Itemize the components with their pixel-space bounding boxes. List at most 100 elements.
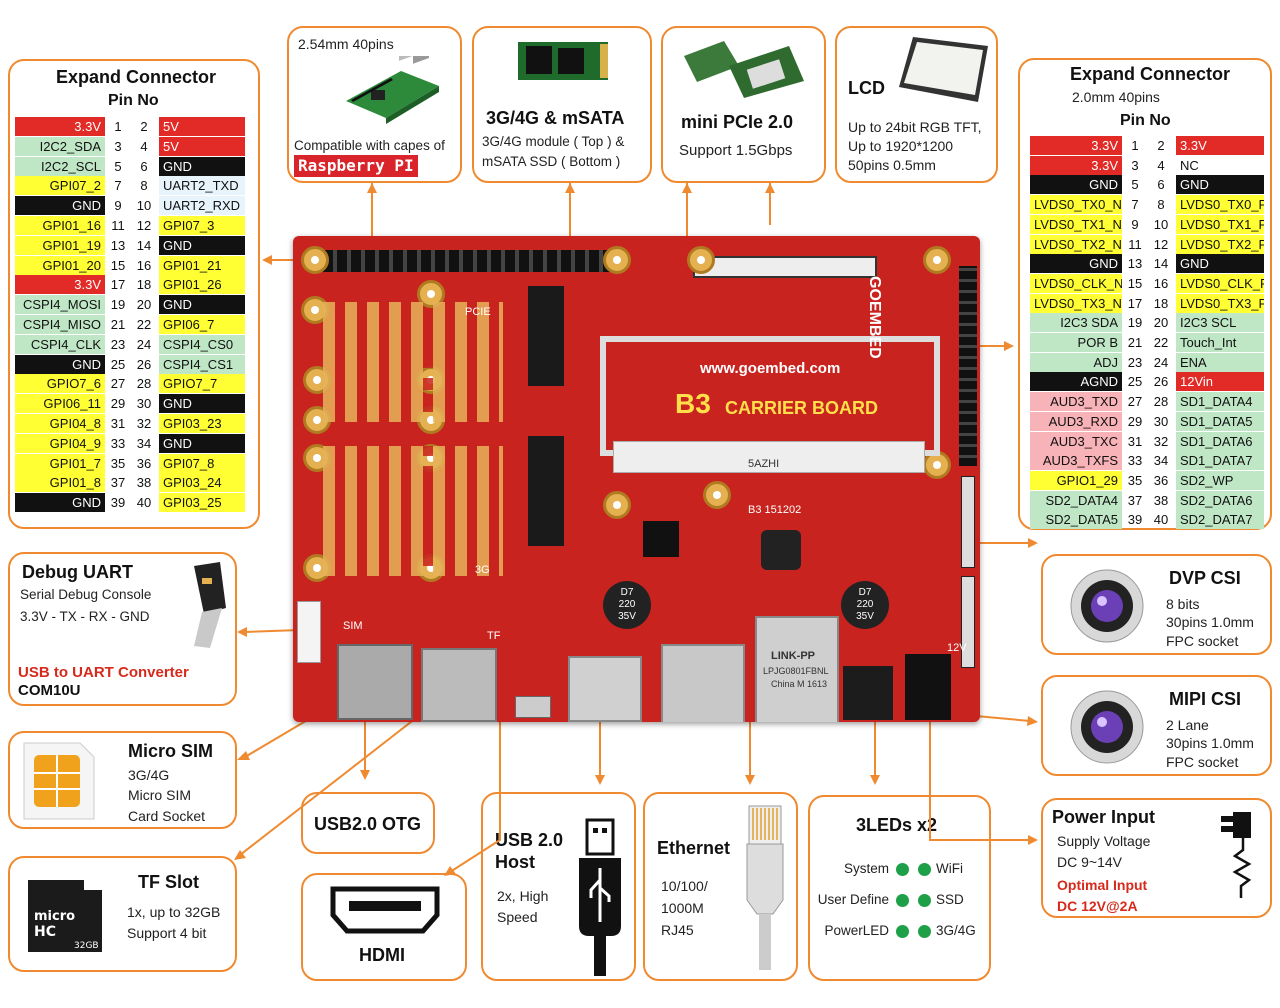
right-pin-signal-right: LVDS0_CLK_P <box>1176 273 1264 293</box>
right-pin-signal-right: LVDS0_TX1_P <box>1176 214 1264 234</box>
right-pin-signal-left: GPIO1_29 <box>1030 470 1122 490</box>
svg-text:HC: HC <box>34 924 56 940</box>
capacitor-left-code: D7 <box>620 587 634 598</box>
micro-sim-line2: Micro SIM <box>128 787 191 803</box>
ethernet-title: Ethernet <box>657 838 731 858</box>
right-expand-connector-panel: Expand Connector 2.0mm 40pins Pin No 3.3… <box>1018 58 1272 530</box>
left-pin-number-even: 26 <box>136 356 152 372</box>
right-pin-number-odd: 11 <box>1128 236 1142 252</box>
hdmi-port <box>568 656 642 722</box>
micro-sim-panel: Micro SIM 3G/4G Micro SIM Card Socket <box>8 731 237 829</box>
board-brand: GOEMBED <box>866 276 883 359</box>
left-pin-signal-left: GND <box>15 493 105 513</box>
right-pin-number-even: 2 <box>1157 138 1165 153</box>
capacitor-left-value: 220 <box>618 599 636 610</box>
left-pin-signal-left: 3.3V <box>15 275 105 295</box>
left-pin-number-odd: 19 <box>110 297 126 313</box>
right-pin-number-even: 14 <box>1153 256 1169 272</box>
led-indicator-icon <box>896 894 909 907</box>
left-pin-signal-right: CSPI4_CS0 <box>159 334 245 354</box>
left-pin-number-odd: 3 <box>114 138 122 154</box>
usb-host-title-1: USB 2.0 <box>495 830 564 850</box>
cpu-chip <box>643 521 679 557</box>
som-dimm-strip <box>613 441 925 473</box>
right-pin-signal-left: AUD3_RXD <box>1030 411 1122 431</box>
usb-uart-dongle-image <box>194 562 226 648</box>
ethernet-line1: 10/100/ <box>661 878 708 894</box>
right-pin-signal-right: GND <box>1176 254 1264 274</box>
right-pin-number-even: 26 <box>1153 374 1169 390</box>
led-block <box>843 666 893 720</box>
board-china: China M 1613 <box>771 679 828 689</box>
left-pin-number-even: 12 <box>136 218 152 233</box>
left-pin-number-even: 30 <box>136 396 152 412</box>
left-pin-signal-left: GPI01_8 <box>15 473 105 493</box>
right-pin-number-odd: 3 <box>1131 157 1139 173</box>
right-pin-signal-right: SD1_DATA5 <box>1176 411 1264 431</box>
left-pin-number-even: 2 <box>140 119 148 134</box>
svg-text:micro: micro <box>34 909 75 924</box>
right-connector-pin-header: Pin No <box>1120 112 1171 129</box>
power-adapter-icon <box>1221 812 1252 898</box>
mipi-csi-title: MIPI CSI <box>1169 689 1242 709</box>
right-pin-number-even: 16 <box>1153 275 1169 291</box>
right-pin-number-odd: 13 <box>1127 256 1143 272</box>
right-pin-number-even: 10 <box>1153 216 1169 232</box>
hdmi-panel: HDMI <box>301 873 467 981</box>
rj45-plug-icon <box>746 805 784 970</box>
left-pin-signal-left: GPI06_11 <box>15 394 105 414</box>
left-pin-number-even: 22 <box>136 317 152 332</box>
msata-module-image <box>518 42 608 80</box>
right-pin-number-even: 24 <box>1153 354 1169 370</box>
mount-hole <box>301 296 329 324</box>
capacitor-left-voltage: 35V <box>618 611 636 622</box>
left-pin-number-even: 38 <box>136 475 152 491</box>
left-pin-signal-left: CSPI4_MISO <box>15 315 105 334</box>
tf-slot-line2: Support 4 bit <box>127 925 207 941</box>
left-pin-number-even: 36 <box>136 455 152 471</box>
left-pin-signal-left: GPI01_16 <box>15 216 105 235</box>
left-pin-signal-right: GPI03_25 <box>159 493 245 513</box>
left-pin-signal-right: GPI03_23 <box>159 414 245 433</box>
left-pin-number-odd: 31 <box>110 416 126 431</box>
right-pin-signal-right: SD2_DATA7 <box>1176 510 1264 530</box>
left-pin-signal-left: GPI01_7 <box>15 453 105 473</box>
lcd-fpc-connector <box>693 256 877 278</box>
led-label-left: System <box>843 861 889 876</box>
right-pin-number-even: 28 <box>1153 394 1169 410</box>
left-pin-number-odd: 35 <box>110 455 126 471</box>
raspberry-compat-text: Compatible with capes of <box>294 138 445 153</box>
left-pin-signal-right: UART2_TXD <box>159 176 245 196</box>
left-pin-number-even: 32 <box>136 416 152 431</box>
right-pin-signal-left: 3.3V <box>1030 136 1122 155</box>
left-pin-signal-right: GND <box>159 235 245 255</box>
usb-otg-title: USB2.0 OTG <box>314 814 422 834</box>
board-linkpp: LINK-PP <box>771 650 815 662</box>
capacitor-right-value: 220 <box>856 599 874 610</box>
mount-hole <box>923 246 951 274</box>
lcd-line3: 50pins 0.5mm <box>848 157 936 173</box>
capacitor-right-voltage: 35V <box>856 611 874 622</box>
right-pin-signal-left: AGND <box>1030 372 1122 392</box>
left-pin-signal-left: I2C2_SCL <box>15 156 105 176</box>
som-dimm-socket <box>600 336 940 456</box>
tf-slot-panel: micro HC 32GB TF Slot 1x, up to 32GB Sup… <box>8 856 237 972</box>
power-input-line2: DC 9~14V <box>1057 854 1122 870</box>
mount-hole <box>603 491 631 519</box>
left-pin-number-odd: 27 <box>110 376 126 392</box>
right-pin-signal-left: ADJ <box>1030 352 1122 372</box>
right-pin-signal-right: SD1_DATA7 <box>1176 451 1264 471</box>
left-pin-signal-right: 5V <box>159 117 245 136</box>
mount-hole <box>703 481 731 509</box>
